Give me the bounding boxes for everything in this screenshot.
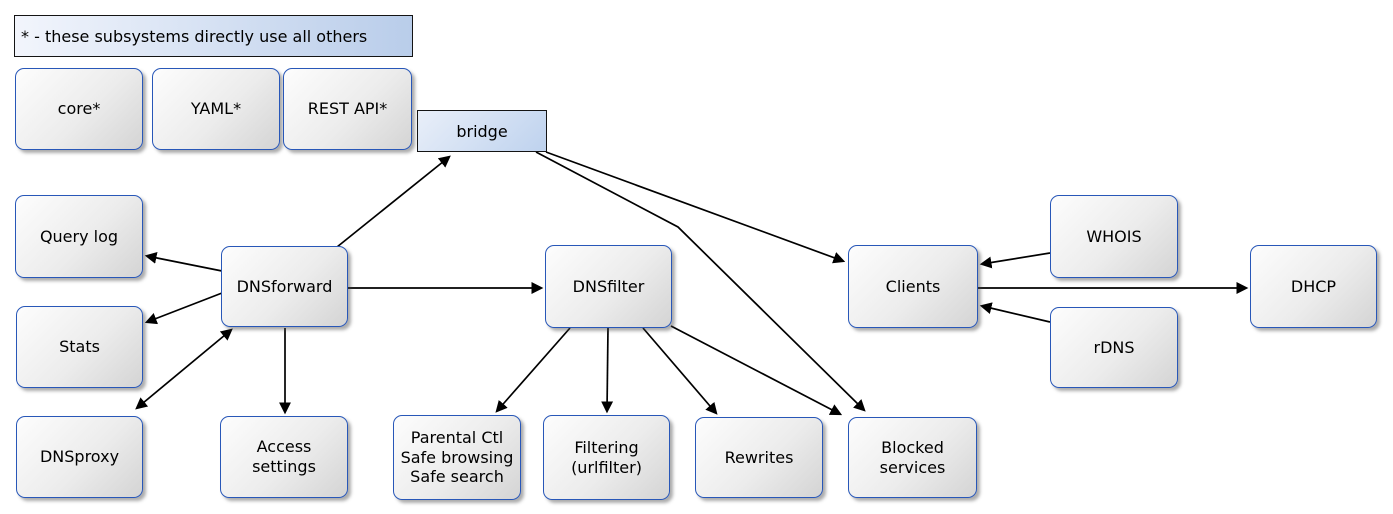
arrow-dnsforward-to-bridge — [336, 155, 451, 248]
node-access-settings: Access settings — [220, 416, 348, 498]
node-dhcp: DHCP — [1250, 245, 1377, 328]
node-parental: Parental Ctl Safe browsing Safe search — [393, 415, 521, 500]
node-dnsforward: DNSforward — [221, 246, 348, 327]
arrow-dnsfilter-to-blocked-services — [670, 325, 843, 416]
arrow-dnsfilter-to-parental — [495, 327, 571, 413]
node-query-log: Query log — [15, 195, 143, 278]
arrow-bridge-to-clients — [545, 151, 846, 264]
node-stats: Stats — [16, 306, 143, 388]
arrow-dnsforward-to-query-log — [144, 252, 223, 272]
node-rest-api: REST API* — [283, 68, 412, 150]
node-whois: WHOIS — [1050, 195, 1178, 278]
arrow-dnsfilter-to-filtering — [601, 327, 614, 414]
arrow-dnsforward-to-stats — [144, 292, 223, 325]
node-rewrites: Rewrites — [695, 417, 823, 498]
node-yaml: YAML* — [152, 68, 280, 150]
node-blocked-services: Blocked services — [848, 417, 977, 498]
arrow-bridge-to-blocked-services — [535, 151, 866, 412]
arrow-dnsfilter-to-rewrites — [642, 327, 718, 415]
arrow-dnsforward-dnsproxy-bidirectional — [135, 328, 233, 410]
node-dnsproxy: DNSproxy — [16, 416, 143, 498]
legend-text: * - these subsystems directly use all ot… — [21, 26, 368, 46]
arrow-rdns-to-clients — [979, 302, 1051, 323]
legend-box: * - these subsystems directly use all ot… — [14, 15, 413, 57]
node-filtering: Filtering (urlfilter) — [543, 415, 670, 500]
node-rdns: rDNS — [1050, 307, 1178, 388]
node-dnsfilter: DNSfilter — [545, 245, 672, 328]
node-core: core* — [15, 68, 143, 150]
node-clients: Clients — [848, 245, 978, 328]
arrow-whois-to-clients — [979, 252, 1051, 269]
node-bridge: bridge — [417, 110, 547, 152]
